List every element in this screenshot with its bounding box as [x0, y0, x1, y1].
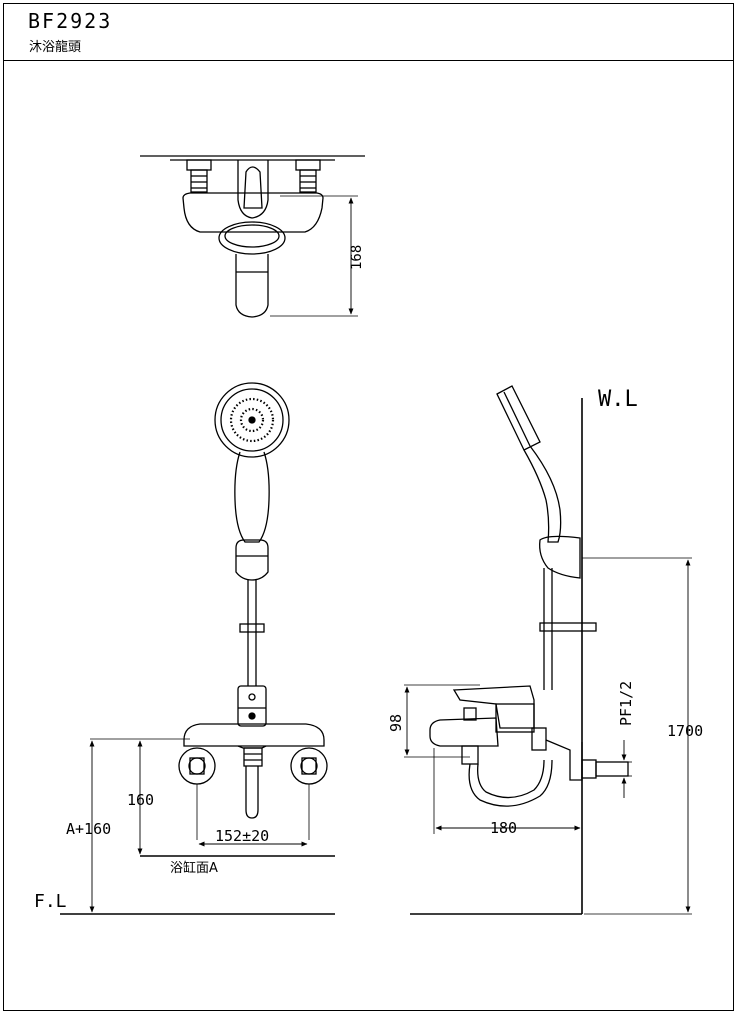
top-body — [182, 192, 324, 233]
slide-bracket — [239, 623, 265, 633]
dim-168: 168 — [349, 245, 365, 270]
side-holder — [539, 535, 581, 579]
side-view — [404, 385, 692, 915]
side-nut — [461, 745, 479, 765]
side-bracket — [539, 622, 597, 632]
product-name: 沐浴龍頭 — [29, 40, 82, 55]
label-tub-surface: 浴缸面A — [170, 860, 218, 876]
diverter-cartridge — [237, 685, 267, 727]
side-shower-head — [496, 385, 541, 451]
dim-152: 152±20 — [215, 827, 269, 845]
shower-holder — [235, 539, 269, 581]
dim-a-160: A+160 — [66, 820, 111, 838]
model-number: BF2923 — [28, 9, 113, 33]
left-escutcheon — [178, 747, 216, 785]
side-lever — [452, 685, 535, 729]
front-view — [60, 382, 335, 915]
dim-160: 160 — [127, 791, 154, 809]
shower-head — [214, 382, 290, 458]
side-diverter-knob — [463, 707, 477, 721]
spout-front — [245, 766, 259, 819]
shower-nozzles — [229, 397, 275, 443]
dim-pf12: PF1/2 — [617, 681, 635, 726]
right-connector-nut — [299, 169, 317, 193]
side-hose-loop — [468, 759, 553, 807]
left-connector-nut — [190, 169, 208, 193]
top-spout — [235, 254, 269, 318]
hose-nut — [243, 747, 263, 767]
title-block: BF2923 沐浴龍頭 — [4, 4, 733, 61]
dim-1700: 1700 — [667, 722, 703, 740]
side-inlet-pipe — [595, 761, 629, 777]
drawing-sheet: BF2923 沐浴龍頭 — [3, 3, 734, 1011]
dim-180: 180 — [490, 819, 517, 837]
shower-handle — [234, 451, 270, 543]
valve-body — [183, 723, 325, 747]
side-shower-handle — [523, 445, 562, 543]
right-escutcheon — [290, 747, 328, 785]
right-connector-cap — [295, 159, 321, 171]
top-view: 168 — [140, 155, 365, 318]
side-eccentric — [531, 727, 547, 751]
side-spout — [429, 717, 499, 747]
top-diverter-disc — [218, 221, 286, 255]
left-connector-cap — [186, 159, 212, 171]
top-lever — [237, 160, 269, 219]
dim-98: 98 — [387, 714, 405, 732]
label-water-level: W.L — [598, 387, 638, 412]
label-floor-level: F.L — [34, 891, 67, 912]
